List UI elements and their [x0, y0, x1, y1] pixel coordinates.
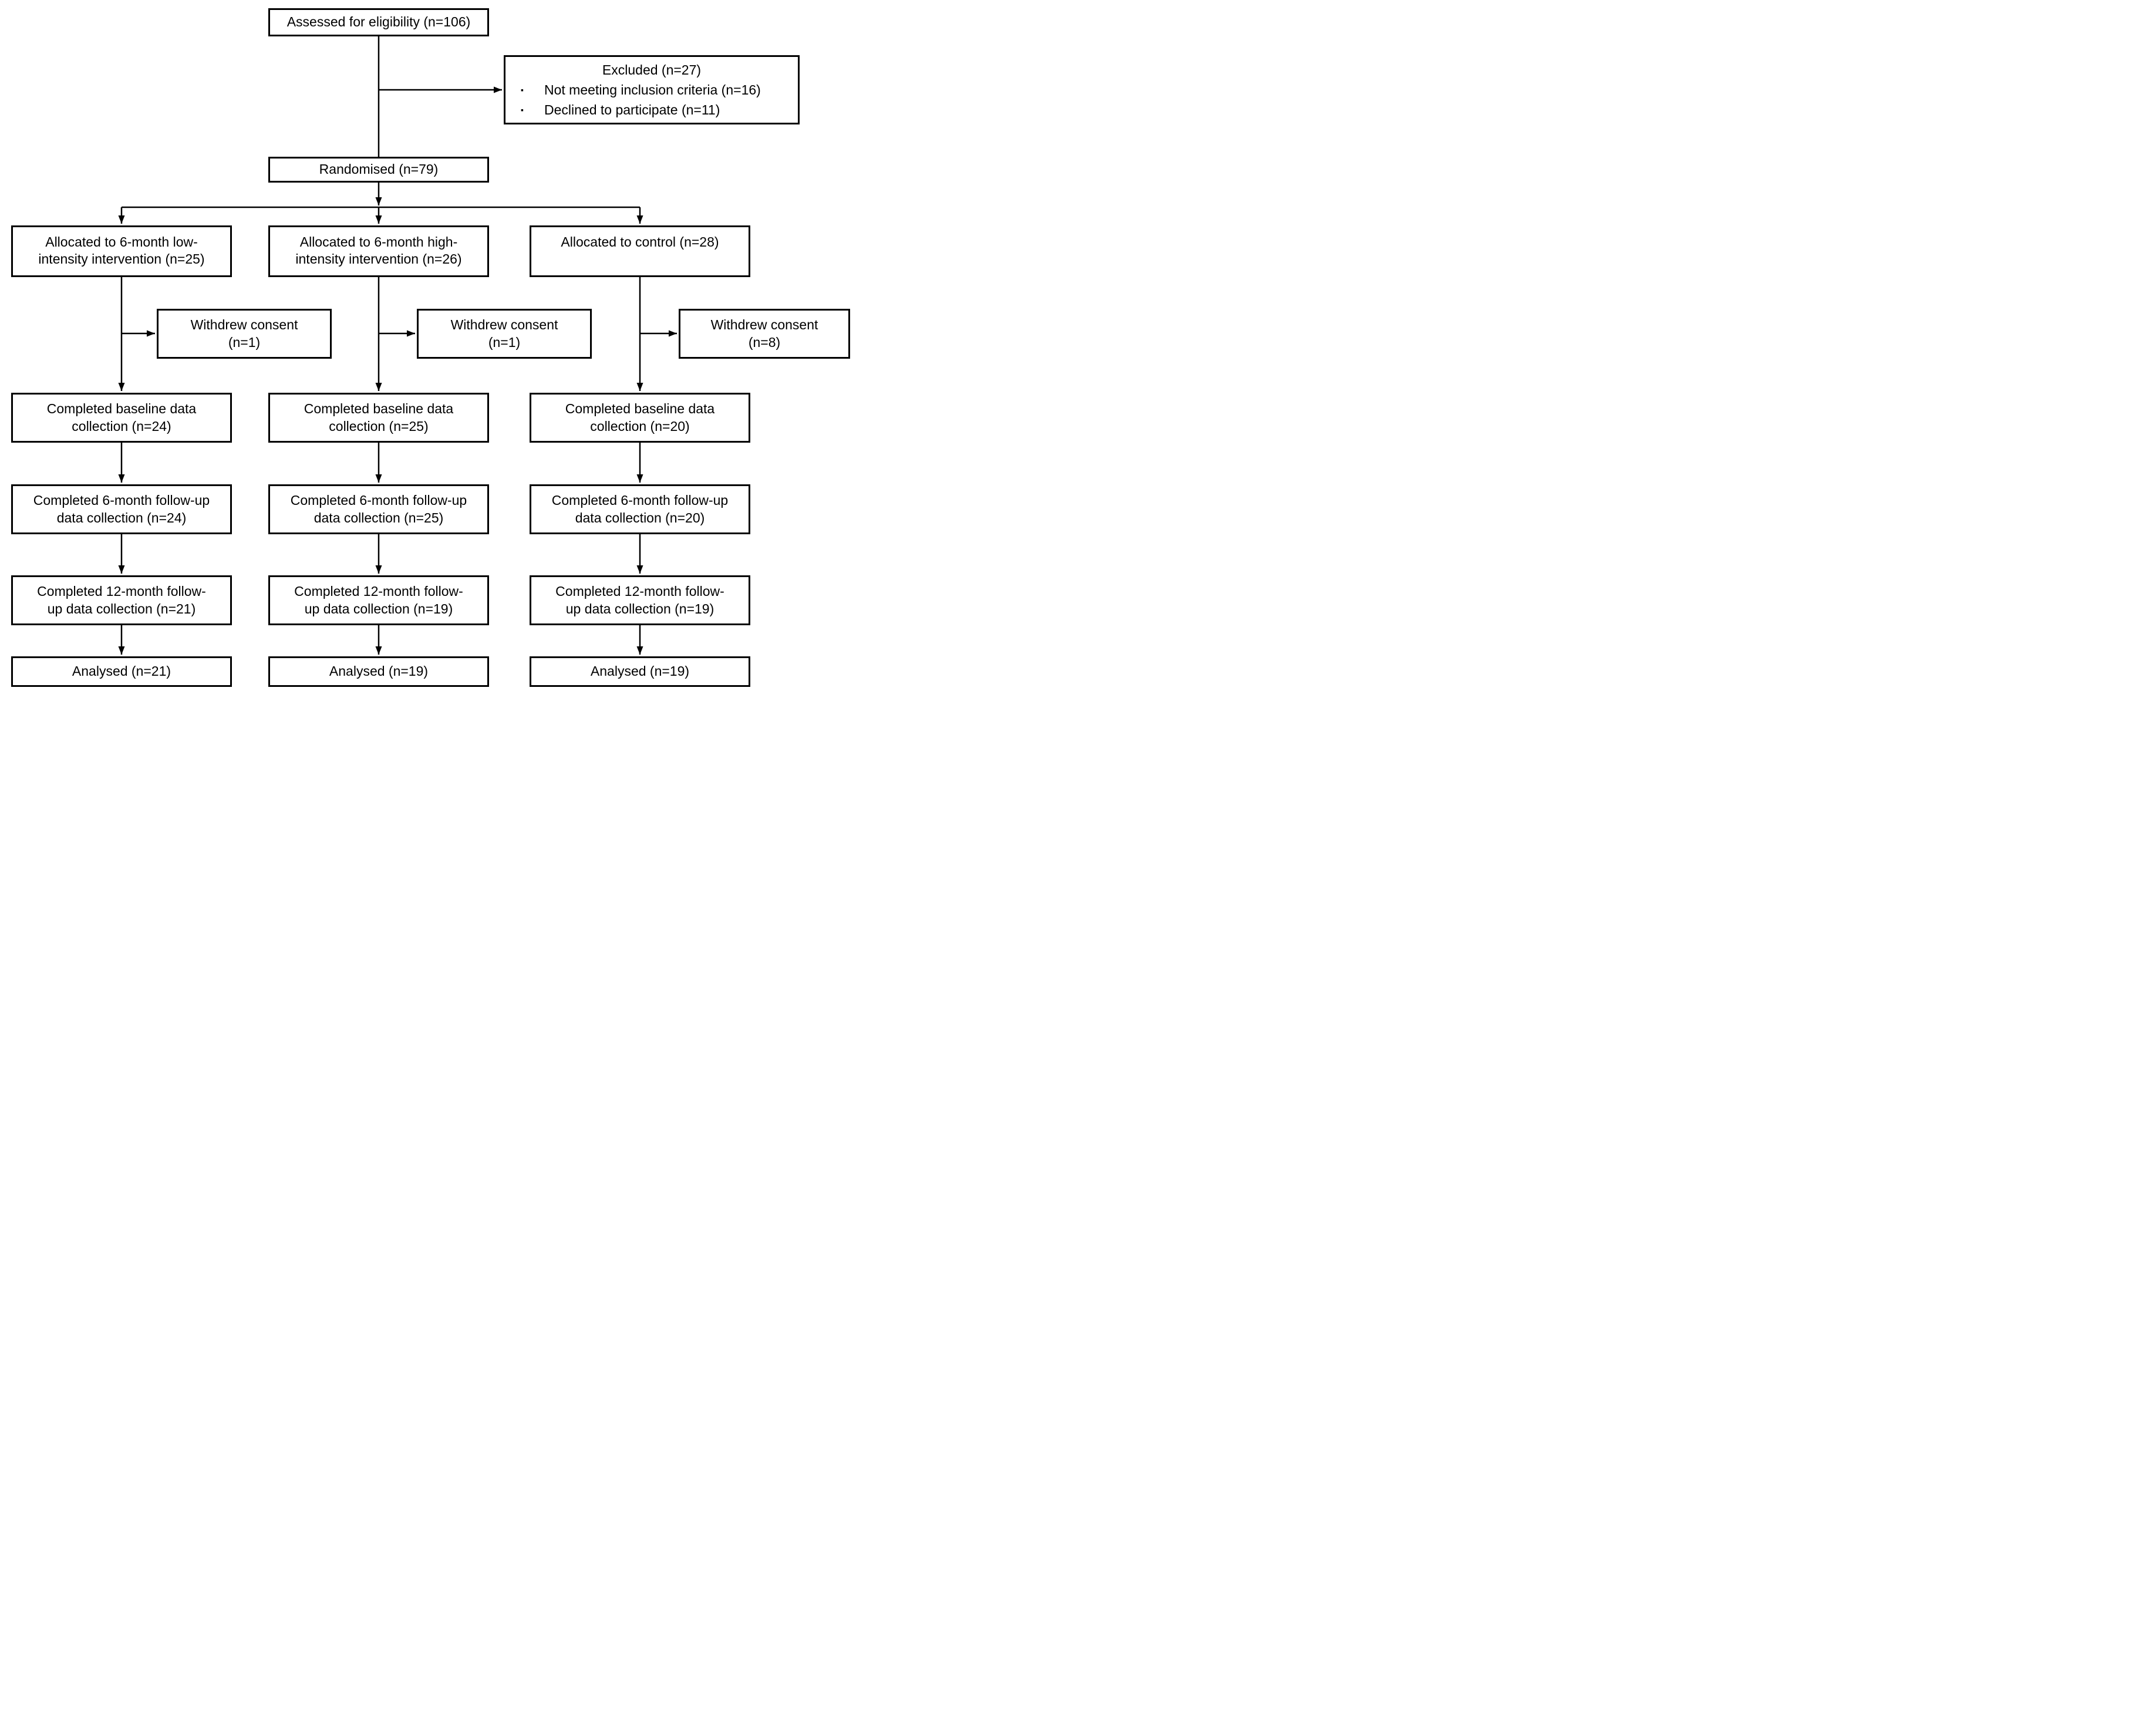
excluded-reason-item: ▪ Declined to participate (n=11)	[521, 102, 791, 119]
withdrew-consent-box-arm-2: Withdrew consent (n=1)	[417, 309, 592, 359]
excluded-reason-text: Not meeting inclusion criteria (n=16)	[544, 82, 761, 97]
analysed-box-arm-2: Analysed (n=19)	[268, 656, 489, 687]
baseline-box-arm-2: Completed baseline data collection (n=25…	[268, 393, 489, 443]
excluded-reason-text: Declined to participate (n=11)	[544, 102, 720, 117]
excluded-reason-item: ▪ Not meeting inclusion criteria (n=16)	[521, 82, 791, 99]
baseline-box-arm-3: Completed baseline data collection (n=20…	[530, 393, 750, 443]
randomised-box: Randomised (n=79)	[268, 157, 489, 183]
withdrew-consent-box-arm-1: Withdrew consent (n=1)	[157, 309, 332, 359]
bullet-icon: ▪	[521, 105, 524, 114]
connector-lines	[118, 36, 677, 655]
allocated-box-arm-2: Allocated to 6-month high- intensity int…	[268, 225, 489, 277]
analysed-box-arm-3: Analysed (n=19)	[530, 656, 750, 687]
excluded-box: Excluded (n=27) ▪ Not meeting inclusion …	[504, 55, 800, 124]
followup-6m-box-arm-1: Completed 6-month follow-up data collect…	[11, 484, 232, 534]
analysed-box-arm-1: Analysed (n=21)	[11, 656, 232, 687]
excluded-reasons-list: ▪ Not meeting inclusion criteria (n=16) …	[513, 82, 791, 119]
allocated-box-arm-1: Allocated to 6-month low- intensity inte…	[11, 225, 232, 277]
followup-12m-box-arm-1: Completed 12-month follow- up data colle…	[11, 575, 232, 625]
followup-12m-box-arm-2: Completed 12-month follow- up data colle…	[268, 575, 489, 625]
consort-flow-diagram: Assessed for eligibility (n=106) Exclude…	[0, 0, 855, 695]
followup-6m-box-arm-2: Completed 6-month follow-up data collect…	[268, 484, 489, 534]
bullet-icon: ▪	[521, 85, 524, 95]
assessed-eligibility-box: Assessed for eligibility (n=106)	[268, 8, 489, 36]
excluded-title: Excluded (n=27)	[602, 62, 702, 77]
baseline-box-arm-1: Completed baseline data collection (n=24…	[11, 393, 232, 443]
followup-6m-box-arm-3: Completed 6-month follow-up data collect…	[530, 484, 750, 534]
allocated-box-arm-3: Allocated to control (n=28)	[530, 225, 750, 277]
withdrew-consent-box-arm-3: Withdrew consent (n=8)	[679, 309, 850, 359]
followup-12m-box-arm-3: Completed 12-month follow- up data colle…	[530, 575, 750, 625]
